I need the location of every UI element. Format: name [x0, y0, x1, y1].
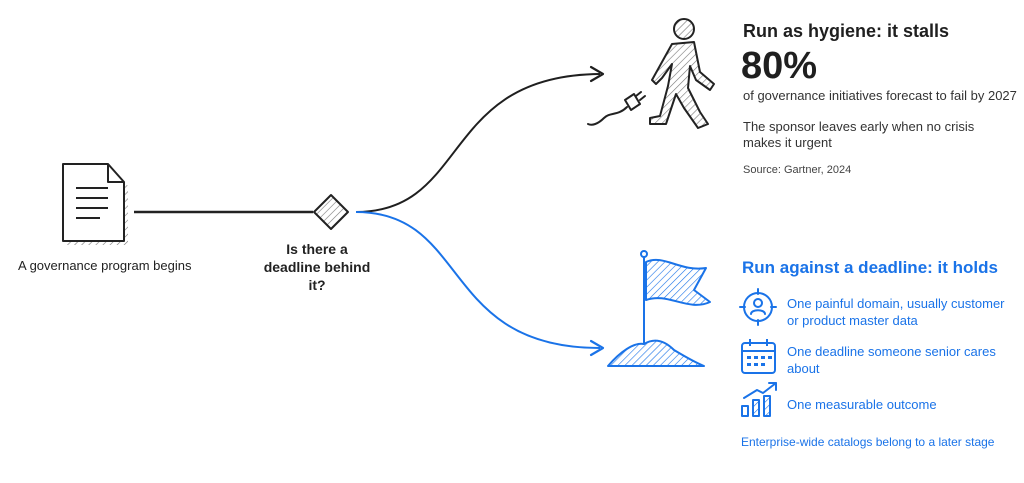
decision-question: Is there a deadline behind it?	[263, 241, 371, 293]
target-person-icon	[739, 288, 777, 326]
diamond-icon	[313, 194, 349, 230]
deadline-item-label: One deadline someone senior cares about	[787, 344, 996, 376]
growth-chart-icon	[741, 382, 777, 417]
deadline-item-label: One painful domain, usually customer or …	[787, 296, 1005, 328]
deadline-item-domain: One painful domain, usually customer or …	[740, 292, 1020, 332]
calendar-icon	[741, 339, 776, 374]
hygiene-arrowhead	[589, 65, 605, 83]
deadline-item-deadline: One deadline someone senior cares about	[740, 340, 1020, 380]
hygiene-note: The sponsor leaves early when no crisis …	[743, 119, 975, 150]
deadline-item-label: One measurable outcome	[787, 397, 937, 412]
deadline-arrowhead	[589, 339, 605, 357]
hygiene-source: Source: Gartner, 2024	[743, 164, 852, 176]
walking-person-unplugged-icon	[587, 18, 715, 129]
deadline-branch-line	[355, 211, 601, 349]
hygiene-title: Run as hygiene: it stalls	[743, 21, 950, 41]
hygiene-stat: 80%	[741, 45, 818, 87]
deadline-footer: Enterprise-wide catalogs belong to a lat…	[741, 435, 995, 449]
start-label: A governance program begins	[18, 258, 192, 273]
hygiene-stat-description: of governance initiatives forecast to fa…	[743, 88, 1017, 103]
deadline-item-outcome: One measurable outcome	[740, 393, 1020, 433]
deadline-title: Run against a deadline: it holds	[742, 258, 998, 277]
flag-on-hill-icon	[607, 250, 711, 367]
hygiene-branch-line	[355, 73, 601, 213]
document-icon	[62, 163, 128, 245]
